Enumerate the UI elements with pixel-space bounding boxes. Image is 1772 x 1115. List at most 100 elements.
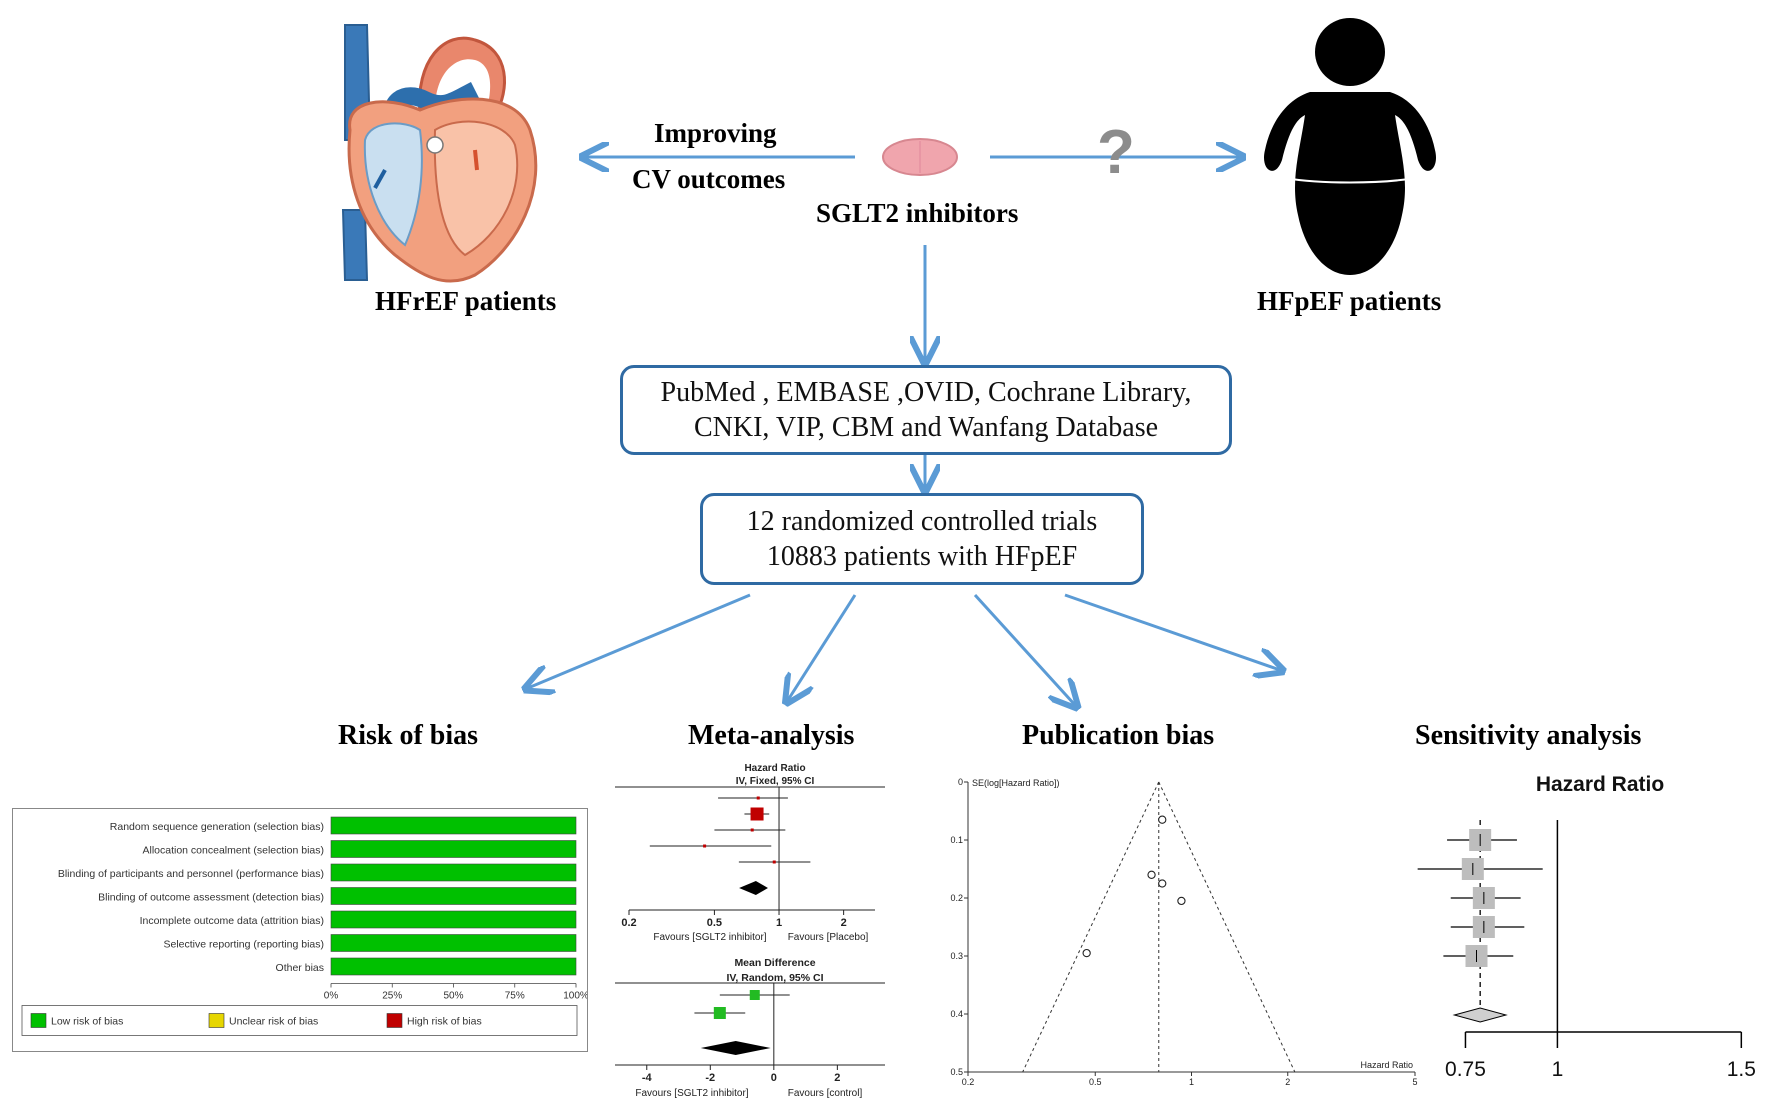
meta-hr-tick-label: 1 [776, 917, 782, 929]
meta-md-favours-left: Favours [SGLT2 inhibitor] [635, 1088, 748, 1099]
rob-bar [330, 957, 577, 976]
risk-of-bias-chart: Random sequence generation (selection bi… [21, 816, 589, 1036]
funnel-y-tick-label: 0.2 [950, 893, 963, 903]
sensitivity-chart: Hazard Ratio 0.75 1 1.5 [1417, 773, 1756, 1081]
meta-hr-point [750, 807, 764, 821]
rob-legend-swatch [386, 1013, 403, 1028]
rob-bar [330, 863, 577, 882]
heart-illustration [341, 24, 538, 283]
meta-md-point [713, 1007, 726, 1019]
meta-md-tick-label: 0 [771, 1072, 777, 1084]
risk-of-bias-panel: Random sequence generation (selection bi… [12, 808, 589, 1052]
rob-category-label: Random sequence generation (selection bi… [110, 821, 324, 833]
funnel-point [1177, 896, 1186, 906]
meta-hr-point [750, 828, 754, 832]
meta-md-header-1: Mean Difference [734, 957, 815, 969]
meta-md-point [749, 990, 760, 1000]
meta-md-favours-right: Favours [control] [788, 1088, 863, 1099]
rob-tick-label: 25% [382, 991, 402, 1002]
section-title-publication-bias: Publication bias [1022, 720, 1215, 751]
arrow-to-sensitivity [1064, 593, 1280, 670]
funnel-y-tick-label: 0.5 [950, 1067, 963, 1077]
funnel-y-tick-label: 0.3 [950, 951, 963, 961]
meta-hr-point [756, 796, 760, 800]
meta-hr-header-2: IV, Fixed, 95% CI [736, 776, 815, 787]
drug-label: SGLT2 inhibitors [816, 198, 1019, 228]
trials-line-1: 12 randomized controlled trials [746, 506, 1098, 537]
meta-hr-point [703, 844, 707, 848]
arrow-to-meta-analysis [788, 594, 857, 700]
databases-line-2: CNKI, VIP, CBM and Wanfang Database [693, 412, 1159, 443]
rob-legend-swatch [208, 1013, 225, 1028]
funnel-y-label: SE(log[Hazard Ratio]) [972, 778, 1060, 788]
meta-hr-tick-label: 2 [841, 917, 847, 929]
funnel-plot-chart: SE(log[Hazard Ratio])Hazard Ratio00.10.2… [950, 777, 1417, 1087]
meta-hr-header-1: Hazard Ratio [744, 763, 805, 774]
funnel-x-tick-label: 1 [1189, 1077, 1194, 1087]
meta-md-tick-label: 2 [834, 1072, 840, 1084]
funnel-point [1158, 879, 1167, 888]
funnel-point [1082, 948, 1091, 958]
funnel-point [1158, 815, 1167, 824]
rob-tick-label: 75% [505, 991, 525, 1002]
arrow-to-publication-bias [973, 593, 1075, 705]
trials-box: 12 randomized controlled trials 10883 pa… [700, 493, 1144, 585]
funnel-left-bound [1022, 781, 1160, 1073]
rob-bar [330, 910, 577, 929]
hfref-label: HFrEF patients [375, 286, 557, 316]
rob-category-label: Selective reporting (reporting bias) [164, 939, 325, 951]
rob-bar [330, 816, 577, 835]
rob-category-label: Other bias [276, 962, 324, 974]
rob-legend-label: Low risk of bias [51, 1016, 123, 1028]
section-title-risk-of-bias: Risk of bias [338, 720, 479, 751]
meta-md-tick-label: -2 [705, 1072, 715, 1084]
question-mark: ? [1097, 118, 1135, 187]
trials-line-2: 10883 patients with HFpEF [766, 541, 1078, 572]
rob-category-label: Incomplete outcome data (attrition bias) [140, 915, 324, 927]
rob-category-label: Blinding of participants and personnel (… [58, 868, 324, 880]
arrow-to-risk-of-bias [528, 593, 751, 688]
funnel-x-tick-label: 0.2 [962, 1077, 975, 1087]
rob-tick-label: 50% [443, 991, 463, 1002]
funnel-right-bound [1158, 781, 1296, 1073]
rob-bar [330, 934, 577, 952]
funnel-y-tick-label: 0.4 [950, 1009, 963, 1019]
sensitivity-pooled-diamond [1452, 1007, 1508, 1023]
rob-legend-box [21, 1005, 578, 1036]
meta-hr-tick-label: 0.5 [707, 917, 722, 929]
funnel-x-tick-label: 5 [1412, 1077, 1417, 1087]
hfpef-label: HFpEF patients [1257, 286, 1442, 316]
rob-bar [330, 887, 577, 905]
databases-line-1: PubMed , EMBASE ,OVID, Cochrane Library, [660, 377, 1192, 408]
funnel-y-tick-label: 0 [958, 777, 963, 787]
meta-md-header-2: IV, Random, 95% CI [726, 972, 823, 984]
funnel-point [1147, 870, 1156, 879]
section-title-sensitivity: Sensitivity analysis [1415, 720, 1642, 751]
funnel-y-tick-label: 0.1 [950, 835, 963, 845]
meta-hr-point [772, 860, 776, 864]
meta-hr-favours-right: Favours [Placebo] [788, 932, 869, 943]
meta-hr-favours-left: Favours [SGLT2 inhibitor] [653, 932, 766, 943]
sensitivity-tick-label: 0.75 [1445, 1058, 1486, 1081]
rob-legend-label: High risk of bias [407, 1016, 482, 1028]
rob-legend-swatch [30, 1013, 47, 1028]
rob-tick-label: 100% [563, 991, 587, 1002]
sensitivity-tick-label: 1.5 [1727, 1058, 1756, 1081]
sensitivity-title: Hazard Ratio [1536, 773, 1664, 796]
obese-person-icon [1263, 18, 1437, 275]
meta-md-tick-label: -4 [642, 1072, 653, 1084]
section-title-meta-analysis: Meta-analysis [688, 720, 855, 751]
rob-category-label: Blinding of outcome assessment (detectio… [98, 892, 324, 904]
rob-legend-label: Unclear risk of bias [229, 1016, 318, 1028]
meta-md-pooled-diamond [700, 1041, 771, 1055]
rob-bar [330, 840, 577, 858]
pill-icon [882, 138, 958, 176]
funnel-x-tick-label: 2 [1285, 1077, 1290, 1087]
rob-tick-label: 0% [324, 991, 339, 1002]
meta-hr-pooled-diamond [739, 881, 768, 895]
cv-outcomes-label: CV outcomes [632, 164, 786, 194]
sensitivity-tick-label: 1 [1552, 1058, 1564, 1081]
